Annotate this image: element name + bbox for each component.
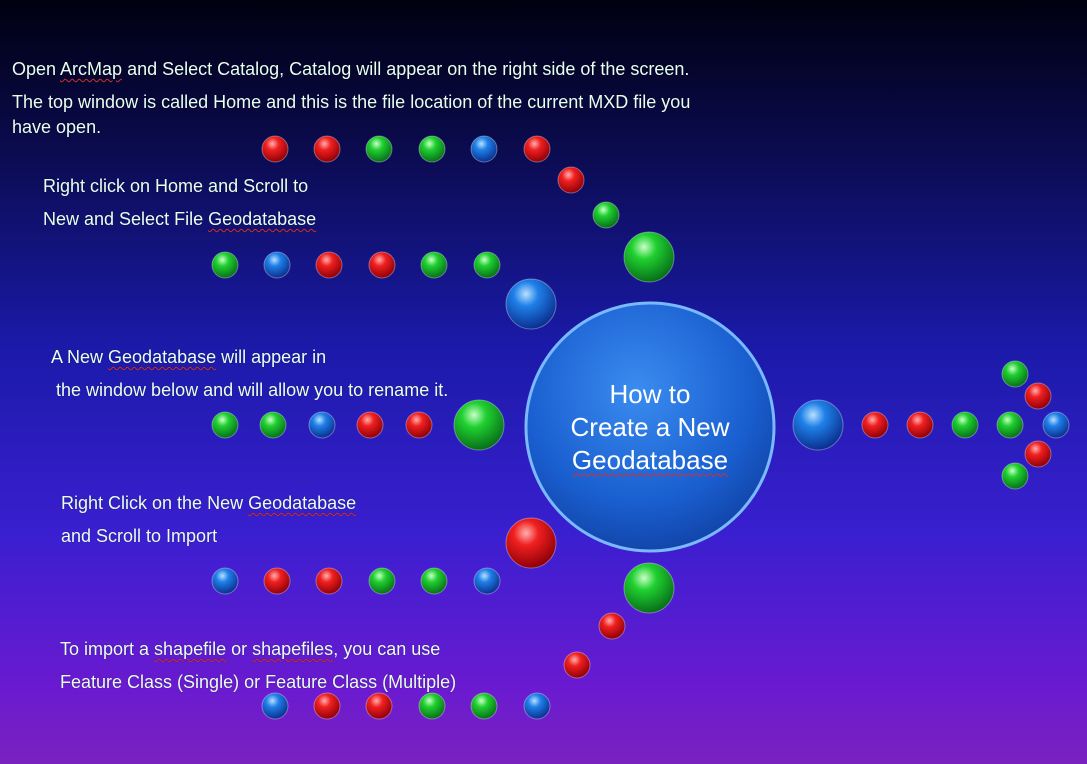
step-2-text-geodatabase: Geodatabase bbox=[208, 209, 317, 229]
step-4-text-a: Right Click on the New bbox=[61, 493, 249, 513]
bead-row4-5 bbox=[420, 567, 448, 595]
bead-row1-tail-1 bbox=[557, 166, 585, 194]
bead-row4-3 bbox=[315, 567, 343, 595]
beads-layer bbox=[211, 135, 1070, 720]
step-2-line-1: Right click on Home and Scroll to bbox=[43, 176, 309, 196]
bead-row3-large bbox=[453, 399, 505, 451]
bead-row4-1 bbox=[211, 567, 239, 595]
step-1-text-a: Open bbox=[12, 59, 61, 79]
bead-row2-1 bbox=[211, 251, 239, 279]
step-5-text-shapefile: shapefile bbox=[154, 639, 227, 659]
bead-row5-large bbox=[623, 562, 675, 614]
bead-row2-4 bbox=[368, 251, 396, 279]
bead-row5-5 bbox=[470, 692, 498, 720]
step-5-line-1: To import a shapefile or shapefiles, you… bbox=[60, 638, 440, 660]
bead-right-head-5 bbox=[1001, 462, 1029, 490]
step-1-text-c: and Select Catalog, Catalog will appear … bbox=[122, 59, 690, 79]
bead-row1-5 bbox=[470, 135, 498, 163]
bead-row2-5 bbox=[420, 251, 448, 279]
bead-row1-large bbox=[623, 231, 675, 283]
step-2-text-a: New and Select File bbox=[43, 209, 209, 229]
step-5-text-e: , you can use bbox=[333, 639, 441, 659]
bead-row5-1 bbox=[261, 692, 289, 720]
bead-right-shaft-1 bbox=[861, 411, 889, 439]
bead-row4-2 bbox=[263, 567, 291, 595]
step-2-line-2: New and Select File Geodatabase bbox=[43, 208, 316, 230]
bead-row1-6 bbox=[523, 135, 551, 163]
bead-row4-4 bbox=[368, 567, 396, 595]
step-3-line-1: A New Geodatabase will appear in bbox=[51, 346, 326, 368]
bead-row1-3 bbox=[365, 135, 393, 163]
step-1-line-3: have open. bbox=[12, 117, 102, 137]
bead-row5-6 bbox=[523, 692, 551, 720]
bead-row5-2 bbox=[313, 692, 341, 720]
bead-right-large bbox=[792, 399, 844, 451]
step-1-line-2: The top window is called Home and this i… bbox=[12, 92, 691, 112]
bead-row5-4 bbox=[418, 692, 446, 720]
step-1-line-1: Open ArcMap and Select Catalog, Catalog … bbox=[12, 58, 689, 80]
step-4-line-1: Right Click on the New Geodatabase bbox=[61, 492, 356, 514]
bead-right-shaft-4 bbox=[996, 411, 1024, 439]
bead-row2-2 bbox=[263, 251, 291, 279]
step-3-text-geodatabase: Geodatabase bbox=[108, 347, 217, 367]
bead-right-head-1 bbox=[1001, 360, 1029, 388]
step-1-text-arcmap: ArcMap bbox=[60, 59, 123, 79]
bead-right-shaft-3 bbox=[951, 411, 979, 439]
bead-row2-large bbox=[505, 278, 557, 330]
bead-row1-4 bbox=[418, 135, 446, 163]
bead-right-head-2 bbox=[1024, 382, 1052, 410]
bead-row4-large bbox=[505, 517, 557, 569]
bead-right-head-4 bbox=[1024, 440, 1052, 468]
center-circle bbox=[524, 301, 776, 553]
bead-row3-1 bbox=[211, 411, 239, 439]
bead-row3-3 bbox=[308, 411, 336, 439]
bead-row1-1 bbox=[261, 135, 289, 163]
bead-row5-tail-2 bbox=[563, 651, 591, 679]
step-5-text-c: or bbox=[226, 639, 253, 659]
step-3-text-c: will appear in bbox=[216, 347, 327, 367]
bead-row2-3 bbox=[315, 251, 343, 279]
step-5-text-a: To import a bbox=[60, 639, 155, 659]
bead-row4-6 bbox=[473, 567, 501, 595]
bead-row3-4 bbox=[356, 411, 384, 439]
bead-right-shaft-2 bbox=[906, 411, 934, 439]
bead-row5-3 bbox=[365, 692, 393, 720]
bead-row1-2 bbox=[313, 135, 341, 163]
bead-row1-tail-2 bbox=[592, 201, 620, 229]
bead-row2-6 bbox=[473, 251, 501, 279]
bead-row3-5 bbox=[405, 411, 433, 439]
bead-row5-tail-1 bbox=[598, 612, 626, 640]
step-4-line-2: and Scroll to Import bbox=[61, 526, 218, 546]
bead-right-head-3 bbox=[1042, 411, 1070, 439]
bead-row3-2 bbox=[259, 411, 287, 439]
step-5-line-2: Feature Class (Single) or Feature Class … bbox=[60, 672, 457, 692]
step-5-text-shapefiles: shapefiles bbox=[252, 639, 334, 659]
step-3-line-2: the window below and will allow you to r… bbox=[56, 380, 449, 400]
step-4-text-geodatabase: Geodatabase bbox=[248, 493, 357, 513]
step-3-text-a: A New bbox=[51, 347, 109, 367]
